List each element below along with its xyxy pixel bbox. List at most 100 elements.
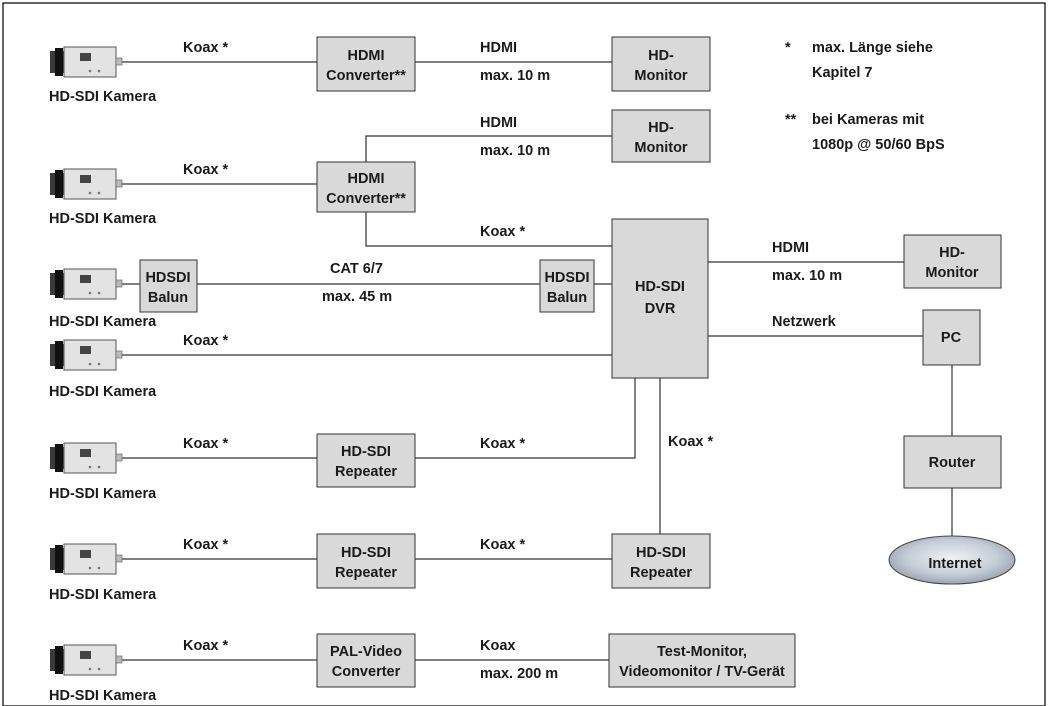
camera-icon [49, 442, 123, 474]
box-line: Test-Monitor, [657, 644, 747, 660]
footnote-text: bei Kameras mit [812, 112, 924, 128]
box-line: HD- [648, 48, 674, 64]
link-label: Koax * [480, 224, 525, 240]
link-label: max. 10 m [480, 143, 550, 159]
hd-monitor-3: HD- Monitor [903, 234, 1002, 289]
footnote-text: max. Länge siehe [812, 40, 933, 56]
link-label: max. 45 m [322, 289, 392, 305]
pal-video-converter: PAL-Video Converter [316, 633, 416, 688]
box-line: Monitor [925, 265, 979, 281]
router-box: Router [903, 435, 1002, 489]
box-line: DVR [645, 301, 676, 317]
box-line: Converter [332, 664, 401, 680]
link-label: Koax * [183, 162, 228, 178]
box-line: HD- [939, 245, 965, 261]
box-line: HD-SDI [636, 545, 686, 561]
link-label: HDMI [480, 115, 517, 131]
link-label: Koax [480, 638, 515, 654]
hd-monitor-2: HD- Monitor [611, 109, 711, 163]
link-label: HDMI [480, 40, 517, 56]
camera-3: HD-SDI Kamera [49, 268, 157, 330]
box-line: Monitor [634, 140, 688, 156]
hdmi-converter-1: HDMI Converter** [316, 36, 416, 92]
hdsdi-balun-1: HDSDI Balun [139, 259, 198, 313]
camera-icon [49, 268, 123, 300]
connections [122, 61, 953, 661]
footnote-text: Kapitel 7 [812, 65, 872, 81]
link-label: Koax * [183, 333, 228, 349]
camera-icon [49, 46, 123, 78]
box-line: HD-SDI [341, 545, 391, 561]
link-label: CAT 6/7 [330, 261, 383, 277]
hd-monitor-1: HD- Monitor [611, 36, 711, 92]
link-conv2-mon2 [365, 135, 612, 162]
camera-7: HD-SDI Kamera [49, 644, 157, 704]
box-line: Videomonitor / TV-Gerät [619, 664, 785, 680]
internet-cloud: Internet [888, 535, 1016, 585]
link-label: HDMI [772, 240, 809, 256]
pc-box: PC [922, 309, 981, 366]
box-line: Router [929, 455, 976, 471]
box-line: Internet [928, 556, 981, 572]
box-line: HDMI [347, 48, 384, 64]
box-line: Balun [547, 290, 587, 306]
camera-icon [49, 644, 123, 676]
link-label: max. 10 m [480, 68, 550, 84]
box-line: Monitor [634, 68, 688, 84]
camera-2: HD-SDI Kamera [49, 168, 157, 227]
camera-6: HD-SDI Kamera [49, 543, 157, 603]
camera-icon [49, 168, 123, 200]
camera-label: HD-SDI Kamera [49, 89, 157, 105]
link-label: Koax * [668, 434, 713, 450]
hdsdi-balun-2: HDSDI Balun [539, 259, 595, 313]
test-monitor: Test-Monitor, Videomonitor / TV-Gerät [608, 633, 796, 688]
box-line: HD-SDI [635, 279, 685, 295]
hd-sdi-dvr: HD-SDI DVR [611, 218, 709, 379]
link-label: max. 10 m [772, 268, 842, 284]
link-conv2-dvr [365, 212, 612, 247]
camera-label: HD-SDI Kamera [49, 211, 157, 227]
camera-1: HD-SDI Kamera [49, 46, 157, 105]
camera-5: HD-SDI Kamera [49, 442, 157, 502]
box-line: HD-SDI [341, 444, 391, 460]
footnote-marker: ** [785, 112, 797, 128]
box-line: HDMI [347, 171, 384, 187]
link-label: Netzwerk [772, 314, 837, 330]
box-line: HDSDI [544, 270, 589, 286]
link-labels: Koax * HDMI max. 10 m HDMI max. 10 m Koa… [183, 40, 842, 682]
box-line: PAL-Video [330, 644, 402, 660]
camera-icon [49, 339, 123, 371]
link-label: Koax * [183, 537, 228, 553]
hd-sdi-repeater-2: HD-SDI Repeater [316, 533, 416, 589]
hd-sdi-repeater-1: HD-SDI Repeater [316, 433, 416, 488]
footnote-marker: * [785, 40, 791, 56]
box-line: Balun [148, 290, 188, 306]
camera-4: HD-SDI Kamera [49, 339, 157, 400]
camera-icon [49, 543, 123, 575]
footnotes: * max. Länge siehe Kapitel 7 ** bei Kame… [785, 40, 945, 153]
box-line: Repeater [335, 565, 397, 581]
box-line: Repeater [335, 464, 397, 480]
link-label: Koax * [183, 40, 228, 56]
link-label: Koax * [480, 537, 525, 553]
camera-label: HD-SDI Kamera [49, 384, 157, 400]
box-line: HD- [648, 120, 674, 136]
box-line: Converter** [326, 68, 406, 84]
box-line: Repeater [630, 565, 692, 581]
box-line: HDSDI [145, 270, 190, 286]
link-label: max. 200 m [480, 666, 558, 682]
link-rep1-dvr [415, 378, 636, 459]
camera-label: HD-SDI Kamera [49, 314, 157, 330]
camera-label: HD-SDI Kamera [49, 688, 157, 704]
footnote-text: 1080p @ 50/60 BpS [812, 137, 945, 153]
hd-sdi-repeater-3: HD-SDI Repeater [611, 533, 711, 589]
box-line: PC [941, 330, 962, 346]
box-line: Converter** [326, 191, 406, 207]
hdmi-converter-2: HDMI Converter** [316, 161, 416, 213]
camera-label: HD-SDI Kamera [49, 486, 157, 502]
camera-label: HD-SDI Kamera [49, 587, 157, 603]
link-label: Koax * [183, 638, 228, 654]
link-label: Koax * [183, 436, 228, 452]
